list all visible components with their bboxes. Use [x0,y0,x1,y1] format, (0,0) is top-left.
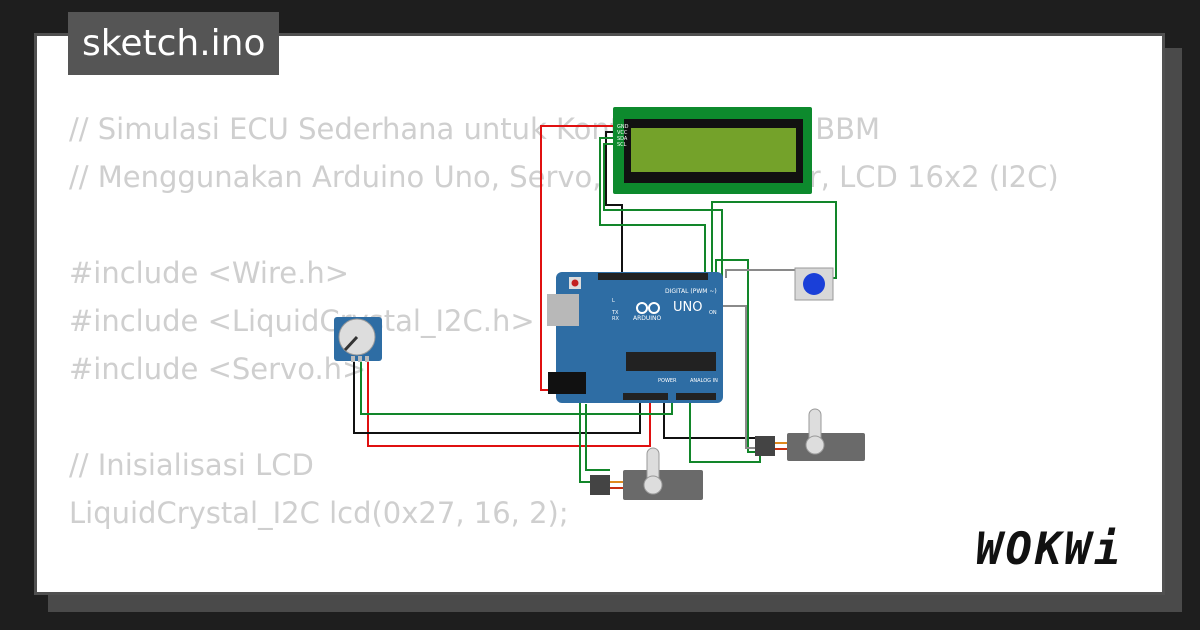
servo-motor-2 [755,408,865,461]
lcd-pin-vcc: VCC [617,130,628,136]
code-line: // Inisialisasi LCD [69,448,314,482]
push-button [794,267,834,301]
wire-green-servo1b [585,404,610,471]
wire-black-servo [663,394,770,439]
lcd-display: GND VCC SDA SCL [613,107,812,194]
wokwi-logo: WOKWi [976,524,1124,575]
potentiometer [334,317,382,362]
wire-black-lcd [605,131,623,278]
wire-green-servo2b [715,259,770,453]
code-line: LiquidCrystal_I2C lcd(0x27, 16, 2); [69,496,569,530]
lcd-pin-sda: SDA [617,136,628,142]
board-digital-label: DIGITAL (PWM ~) [665,288,717,295]
board-tx-label: TX [611,310,619,316]
wire-gray-servo [720,305,770,449]
board-logo: UNO [673,300,702,315]
wire-gray-button [725,269,800,278]
servo-motor-1 [590,447,703,500]
file-tab[interactable]: sketch.ino [68,12,280,75]
wire-green-button [711,201,837,279]
wire-green-scl [603,143,723,278]
board-on-label: ON [709,310,717,316]
file-tab-label: sketch.ino [82,23,266,64]
lcd-pin-scl: SCL [617,142,627,148]
lcd-pin-gnd: GND [617,124,629,130]
board-l-label: L [612,298,615,304]
code-line: #include <Wire.h> [69,256,350,290]
board-analog-label: ANALOG IN [690,378,718,384]
code-line: #include <Servo.h> [69,352,367,386]
arduino-uno-board: DIGITAL (PWM ~) UNO ARDUINO TX RX ON L P… [547,272,723,403]
wire-green-pot [360,362,673,415]
board-infinity-icon [636,302,660,314]
board-rx-label: RX [612,316,619,322]
board-brand: ARDUINO [633,315,662,322]
board-power-label: POWER [658,378,677,384]
wire-red-pot [367,362,651,447]
